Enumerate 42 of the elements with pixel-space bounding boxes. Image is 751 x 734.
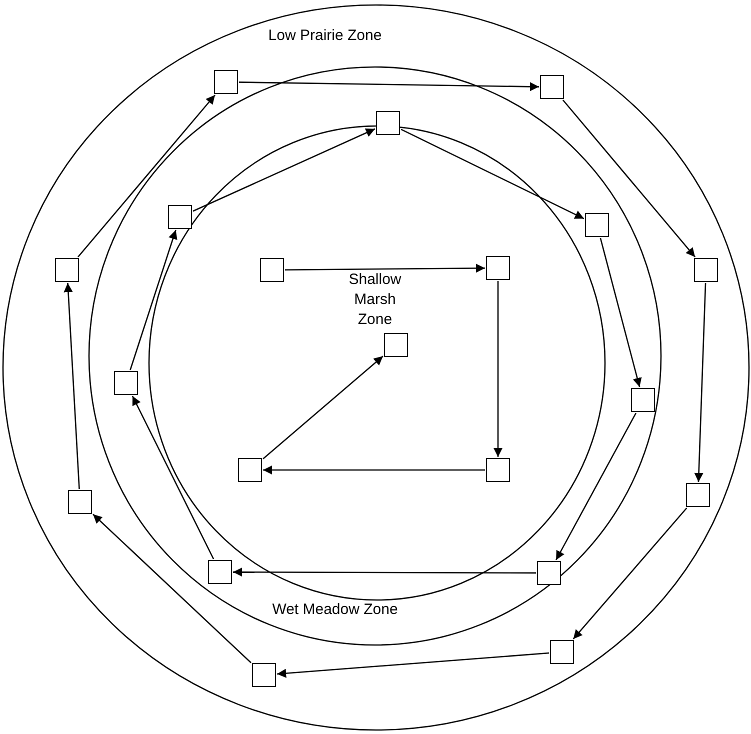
empty-box — [260, 258, 284, 282]
arrow — [130, 230, 178, 370]
empty-box — [168, 205, 192, 229]
arrow — [238, 82, 540, 92]
arrow — [562, 100, 696, 258]
empty-box — [537, 561, 561, 585]
empty-box — [486, 458, 510, 482]
arrow — [285, 264, 485, 273]
empty-box — [585, 213, 609, 237]
arrow — [694, 282, 706, 482]
arrow — [572, 508, 688, 640]
empty-box — [694, 258, 718, 282]
empty-box — [540, 75, 564, 99]
empty-box — [550, 640, 574, 664]
empty-box — [208, 560, 232, 584]
zone-label: Shallow Marsh Zone — [348, 270, 402, 330]
empty-box — [486, 256, 510, 280]
arrow — [92, 514, 252, 664]
arrow — [78, 94, 216, 258]
empty-box — [376, 111, 400, 135]
empty-box — [114, 371, 138, 395]
arrow — [400, 128, 584, 220]
arrow — [263, 465, 485, 475]
arrow — [132, 396, 214, 560]
arrow — [262, 356, 384, 460]
zone-label: Wet Meadow Zone — [271, 600, 399, 620]
empty-box — [686, 483, 710, 507]
empty-box — [252, 663, 276, 687]
arrow — [233, 568, 536, 577]
empty-box — [631, 388, 655, 412]
empty-box — [214, 70, 238, 94]
arrow — [192, 128, 376, 212]
arrow — [556, 412, 636, 560]
arrow — [276, 652, 550, 678]
arrow — [600, 238, 642, 388]
empty-box — [238, 458, 262, 482]
arrow — [493, 281, 503, 457]
arrow — [64, 282, 80, 490]
empty-box — [68, 490, 92, 514]
empty-box — [55, 258, 79, 282]
empty-box — [384, 333, 408, 357]
zone-label: Low Prairie Zone — [267, 26, 383, 46]
